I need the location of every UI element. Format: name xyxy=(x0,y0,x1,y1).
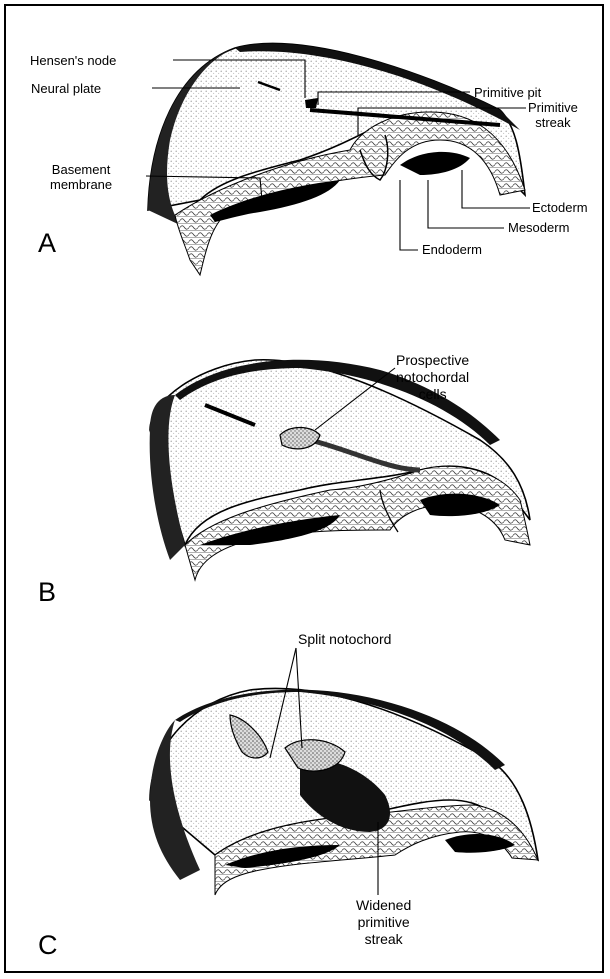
label-basement-membrane: Basement membrane xyxy=(50,162,112,192)
panel-letter-a: A xyxy=(38,228,56,258)
label-split-notochord: Split notochord xyxy=(298,632,391,647)
label-neural-plate: Neural plate xyxy=(31,81,101,96)
label-hensens-node: Hensen's node xyxy=(30,53,116,68)
panel-c-drawing xyxy=(150,688,538,895)
panel-letter-b: B xyxy=(38,577,56,607)
panel-letter-c: C xyxy=(38,930,58,960)
label-ectoderm: Ectoderm xyxy=(532,200,588,215)
label-primitive-streak: Primitive streak xyxy=(528,100,578,130)
label-widened-primitive-streak: Widened primitive streak xyxy=(356,897,411,948)
panel-a-cavity-2 xyxy=(400,152,470,175)
panel-b-drawing xyxy=(150,360,530,580)
panel-a-drawing xyxy=(148,44,525,275)
label-endoderm: Endoderm xyxy=(422,242,482,257)
label-prospective-notochordal-cells: Prospective notochordal cells xyxy=(396,352,469,403)
label-mesoderm: Mesoderm xyxy=(508,220,569,235)
label-primitive-pit: Primitive pit xyxy=(474,85,541,100)
